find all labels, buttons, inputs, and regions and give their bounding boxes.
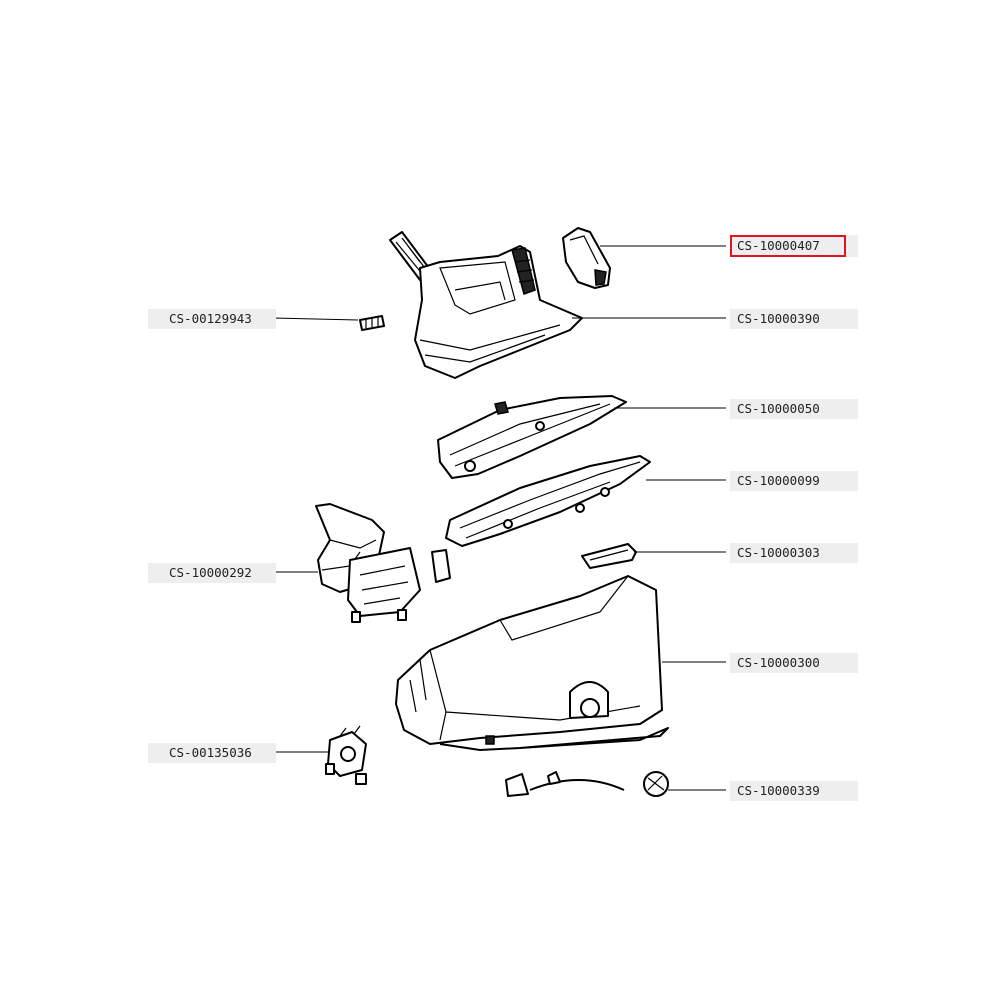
soleplate-cover-part — [437, 395, 627, 479]
svg-text:CS-00135036: CS-00135036 — [169, 745, 252, 760]
control-assembly-part — [315, 503, 451, 623]
iron-housing-part — [389, 231, 583, 379]
svg-text:CS-10000407: CS-10000407 — [737, 238, 820, 253]
svg-text:CS-10000390: CS-10000390 — [737, 311, 820, 326]
label-10000300[interactable]: CS-10000300 — [730, 653, 858, 673]
svg-text:CS-10000099: CS-10000099 — [737, 473, 820, 488]
label-00135036[interactable]: CS-00135036 — [148, 743, 276, 763]
label-10000390[interactable]: CS-10000390 — [730, 309, 858, 329]
svg-text:CS-10000339: CS-10000339 — [737, 783, 820, 798]
small-clip-part — [359, 315, 385, 331]
label-10000099[interactable]: CS-10000099 — [730, 471, 858, 491]
label-10000407[interactable]: CS-10000407 — [730, 235, 858, 257]
svg-text:CS-10000050: CS-10000050 — [737, 401, 820, 416]
handle-cap-part — [562, 227, 611, 289]
leader-00129943 — [272, 317, 359, 321]
label-10000292[interactable]: CS-10000292 — [148, 563, 276, 583]
handle-strip-part — [581, 543, 637, 569]
svg-text:CS-10000292: CS-10000292 — [169, 565, 252, 580]
label-10000339[interactable]: CS-10000339 — [730, 781, 858, 801]
label-10000303[interactable]: CS-10000303 — [730, 543, 858, 563]
label-10000050[interactable]: CS-10000050 — [730, 399, 858, 419]
label-00129943[interactable]: CS-00129943 — [148, 309, 276, 329]
thermostat-part — [325, 725, 367, 785]
base-station-part — [395, 575, 669, 751]
bottom-components-part — [505, 771, 669, 797]
svg-text:CS-10000300: CS-10000300 — [737, 655, 820, 670]
svg-text:CS-10000303: CS-10000303 — [737, 545, 820, 560]
selected-part-highlight — [730, 235, 846, 257]
svg-text:CS-00129943: CS-00129943 — [169, 311, 252, 326]
soleplate-part — [445, 455, 651, 547]
